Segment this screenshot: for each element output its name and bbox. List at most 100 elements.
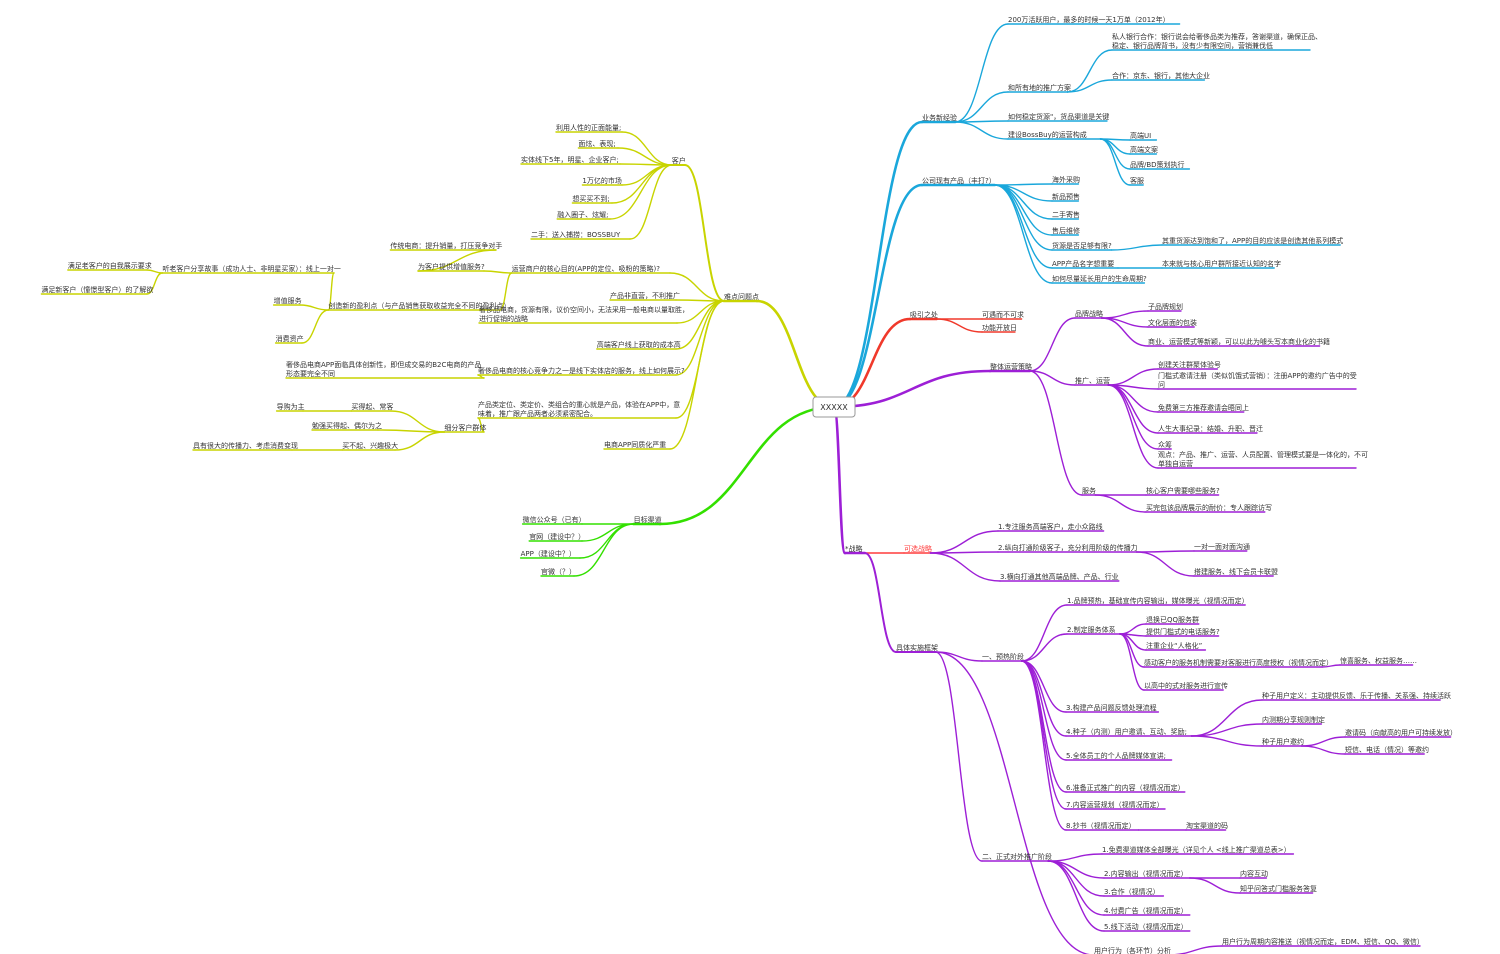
node-label-c11[interactable]: 公司现有产品（丰打?） <box>922 176 996 185</box>
node-label-y13[interactable]: 听老客户分享故事（成功人士、非明星买家）：线上一对一 <box>162 264 341 273</box>
node-label-p4[interactable]: 商业、运营模式等新颖，可以以此为噱头写本商业化的书籍 <box>1148 337 1330 346</box>
node-label-p51[interactable]: 5.线下活动（视情况而定） <box>1104 922 1188 931</box>
node-label-y28[interactable]: 买不起、兴趣极大 <box>342 441 398 450</box>
node-label-p6[interactable]: 创建关注群聚体验号 <box>1158 360 1221 369</box>
node-label-y29[interactable]: 具有很大的传播力、考虑消费变现 <box>193 441 298 450</box>
node-label-y16[interactable]: 增值服务 <box>274 296 302 305</box>
node-label-c6[interactable]: 建设BossBuy的运营构成 <box>1008 130 1087 139</box>
node-label-y26[interactable]: 导购为主 <box>277 402 305 411</box>
node-label-p24[interactable]: 1.品牌预热，基础宣传内容输出，媒体曝光（视情况而定） <box>1067 596 1249 605</box>
node-label-p47[interactable]: 内容互动 <box>1240 869 1268 878</box>
node-label-p43[interactable]: 淘宝渠道的码 <box>1186 821 1228 830</box>
node-label-c1[interactable]: 200万活跃用户，最多的时候一天1万单（2012年） <box>1008 15 1170 24</box>
node-label-y17[interactable]: 消费资产 <box>276 334 304 343</box>
root-node[interactable]: XXXXX <box>812 396 856 418</box>
node-label-g0[interactable]: 目标渠道 <box>634 515 662 524</box>
node-label-y2[interactable]: 面炫、表现; <box>578 139 615 148</box>
node-label-p9[interactable]: 人生大事纪录：结婚、升职、晋迁 <box>1158 424 1263 433</box>
node-label-c14[interactable]: 二手寄售 <box>1052 210 1080 219</box>
node-label-y20[interactable]: 高端客户线上获取的成本高 <box>597 340 681 349</box>
node-label-p16[interactable]: 可选战略 <box>904 544 932 553</box>
node-label-p41[interactable]: 7.内容运营规划（视情况而定） <box>1066 800 1164 809</box>
node-label-g2[interactable]: 官网（建设中？） <box>529 532 585 541</box>
node-label-y23[interactable]: 产品类定位、类定价、类组合的重心就是产品，体验在APP中，意味着，推广跟产品两者… <box>478 400 680 418</box>
node-label-c8[interactable]: 高端文案 <box>1130 145 1158 154</box>
node-label-p8[interactable]: 免费第三方推荐邀请会晤同上 <box>1158 403 1249 412</box>
node-label-p5[interactable]: 推广、运营 <box>1075 376 1110 385</box>
node-label-c17[interactable]: 其重货源达到饱和了，APP的目的应该是创造其他系列模式 <box>1162 236 1343 245</box>
node-label-p31[interactable]: 以高中的式对服务进行宣传 <box>1144 681 1228 690</box>
node-label-p32[interactable]: 3.构建产品问题反馈处理流程 <box>1066 703 1157 712</box>
node-label-y4[interactable]: 1万亿的市场 <box>582 176 621 185</box>
node-label-c9[interactable]: 品牌/BD策划执行 <box>1130 160 1185 169</box>
node-label-p18[interactable]: 2.纵向打通阶级客子，充分利用阶级的传播力 <box>998 543 1138 552</box>
node-label-y0[interactable]: 客户 <box>672 156 686 165</box>
node-label-p10[interactable]: 众筹 <box>1158 440 1172 449</box>
node-label-p36[interactable]: 种子用户邀约 <box>1262 737 1304 746</box>
node-label-p13[interactable]: 核心客户需要哪些服务? <box>1146 486 1220 495</box>
node-label-p48[interactable]: 知乎问答式门槛服务答复 <box>1240 884 1317 893</box>
node-label-p35[interactable]: 内测期分享规则制定 <box>1262 715 1325 724</box>
node-label-y19[interactable]: 奢侈品电商，货源有限，议价空间小，无法采用一般电商以量取胜，进行促销的战略 <box>479 305 689 323</box>
node-label-p26[interactable]: 退换已QQ服务群 <box>1146 615 1199 624</box>
node-label-p21[interactable]: 3.横向打通其他高端品牌、产品、行业 <box>1000 572 1119 581</box>
node-label-p12[interactable]: 服务 <box>1082 486 1096 495</box>
node-label-p1[interactable]: 品牌战略 <box>1075 309 1103 318</box>
node-label-p14[interactable]: 买完包该品牌展示的耐价：专人跟踪访写 <box>1146 503 1272 512</box>
node-label-p50[interactable]: 4.付费广告（视情况而定） <box>1104 906 1188 915</box>
node-label-y30[interactable]: 电商APP同质化严重 <box>604 440 666 449</box>
node-label-y5[interactable]: 想买买不到; <box>572 194 609 203</box>
node-label-p46[interactable]: 2.内容输出（视情况而定） <box>1104 869 1188 878</box>
node-label-y18[interactable]: 产品非直营，不利推广 <box>610 291 680 300</box>
node-label-y14[interactable]: 满足老客户的自我展示要求 <box>68 261 152 270</box>
node-label-r0[interactable]: 吸引之处 <box>910 310 938 319</box>
node-label-p22[interactable]: 具体实施框架 <box>896 643 938 652</box>
node-label-y7[interactable]: 二手：送入捕捞：BOSSBUY <box>531 230 621 239</box>
node-label-p38[interactable]: 短信、电话（情况）等邀约 <box>1345 745 1429 754</box>
node-label-g3[interactable]: APP（建设中？） <box>521 549 576 558</box>
node-label-p30[interactable]: 惊喜服务、权益服务…… <box>1340 656 1417 665</box>
node-label-c20[interactable]: 如何尽量延长用户的生命周期? <box>1052 274 1147 283</box>
node-label-p0[interactable]: 整体运营策略 <box>990 362 1032 371</box>
node-label-p34[interactable]: 种子用户定义：主动提供反馈、乐于传播、关系强、持续活跃 <box>1262 691 1451 700</box>
node-label-y8[interactable]: 难点问题点 <box>724 292 759 301</box>
node-label-g4[interactable]: 官微（？） <box>541 567 576 576</box>
node-label-c13[interactable]: 新品预售 <box>1052 192 1080 201</box>
node-label-y9[interactable]: 运营商户的核心目的(APP的定位、吸粉的策略)? <box>512 264 661 273</box>
node-label-p20[interactable]: 搭建服务、线下会员卡联盟 <box>1194 567 1278 576</box>
node-label-p45[interactable]: 1.免费渠道媒体全部曝光（详见个人 <线上推广渠道总表>） <box>1102 845 1291 854</box>
node-label-r2[interactable]: 功能开放日 <box>982 323 1017 332</box>
node-label-p42[interactable]: 8.抄书（视情况而定） <box>1066 821 1136 830</box>
node-label-p19[interactable]: 一对一面对面沟通 <box>1194 542 1250 551</box>
node-label-c7[interactable]: 高端UI <box>1130 131 1151 140</box>
node-label-p53[interactable]: 用户行为（各环节）分析 <box>1094 946 1171 954</box>
node-label-p25[interactable]: 2.制定服务体系 <box>1067 625 1116 634</box>
node-label-p52[interactable]: 用户行为周期内容推送（视情况而定，EDM、短信、QQ、微信） <box>1222 937 1424 946</box>
node-label-c10[interactable]: 客服 <box>1130 176 1144 185</box>
node-label-y25[interactable]: 买得起、常客 <box>351 402 393 411</box>
node-label-y15[interactable]: 满足新客户（憧憬型客户）的了解欲 <box>41 285 153 294</box>
node-label-y22[interactable]: 奢侈品电商APP面临具体创新性，即但成交易的B2C电商的产品形态要完全不同 <box>286 360 481 378</box>
node-label-c4[interactable]: 合作：京东、银行，其他大企业 <box>1112 71 1210 80</box>
node-label-y12[interactable]: 创造新的盈利点（与产品销售获取收益完全不同的盈利点） <box>328 301 510 310</box>
node-label-p28[interactable]: 注重企业“人格化” <box>1146 641 1202 650</box>
node-label-p11[interactable]: 观点：产品、推广、运营、人员配置、管理模式要是一体化的，不可单独自运营 <box>1158 450 1368 468</box>
node-label-p2[interactable]: 子品牌规划 <box>1148 302 1183 311</box>
node-label-c12[interactable]: 海外采购 <box>1052 175 1080 184</box>
node-label-p15[interactable]: *战略 <box>845 544 863 553</box>
node-label-p29[interactable]: 感动客户的服务机制需要对客服进行高度授权（视情况而定） <box>1144 658 1333 667</box>
node-label-y11[interactable]: 传统电商：提升销量，打压竞争对手 <box>390 241 502 250</box>
node-label-p17[interactable]: 1.专注服务高端客户，走小众路线 <box>998 522 1103 531</box>
node-label-p37[interactable]: 邀请码（向献高的用户可持续发放） <box>1345 728 1457 737</box>
node-label-c19[interactable]: 本来就与核心用户群所接近认知的名字 <box>1162 259 1281 268</box>
node-label-y24[interactable]: 细分客户群体 <box>444 423 486 432</box>
node-label-y3[interactable]: 实体线下5年，明星、企业客户; <box>521 155 619 164</box>
node-label-c15[interactable]: 售后维修 <box>1052 226 1080 235</box>
node-label-p27[interactable]: 提供门槛式的电话服务? <box>1146 627 1220 636</box>
node-label-p49[interactable]: 3.合作（视情况） <box>1104 887 1160 896</box>
node-label-c5[interactable]: 如何稳定货源"，货品渠道是关键 <box>1008 112 1109 121</box>
node-label-p39[interactable]: 5.全体员工的个人品牌媒体宣讲; <box>1066 751 1166 760</box>
node-label-c16[interactable]: 货源是否足够有限? <box>1052 241 1112 250</box>
node-label-c2[interactable]: 和所有地的推广方案 <box>1008 83 1071 92</box>
node-label-c18[interactable]: APP产品名字想重要 <box>1052 259 1114 268</box>
